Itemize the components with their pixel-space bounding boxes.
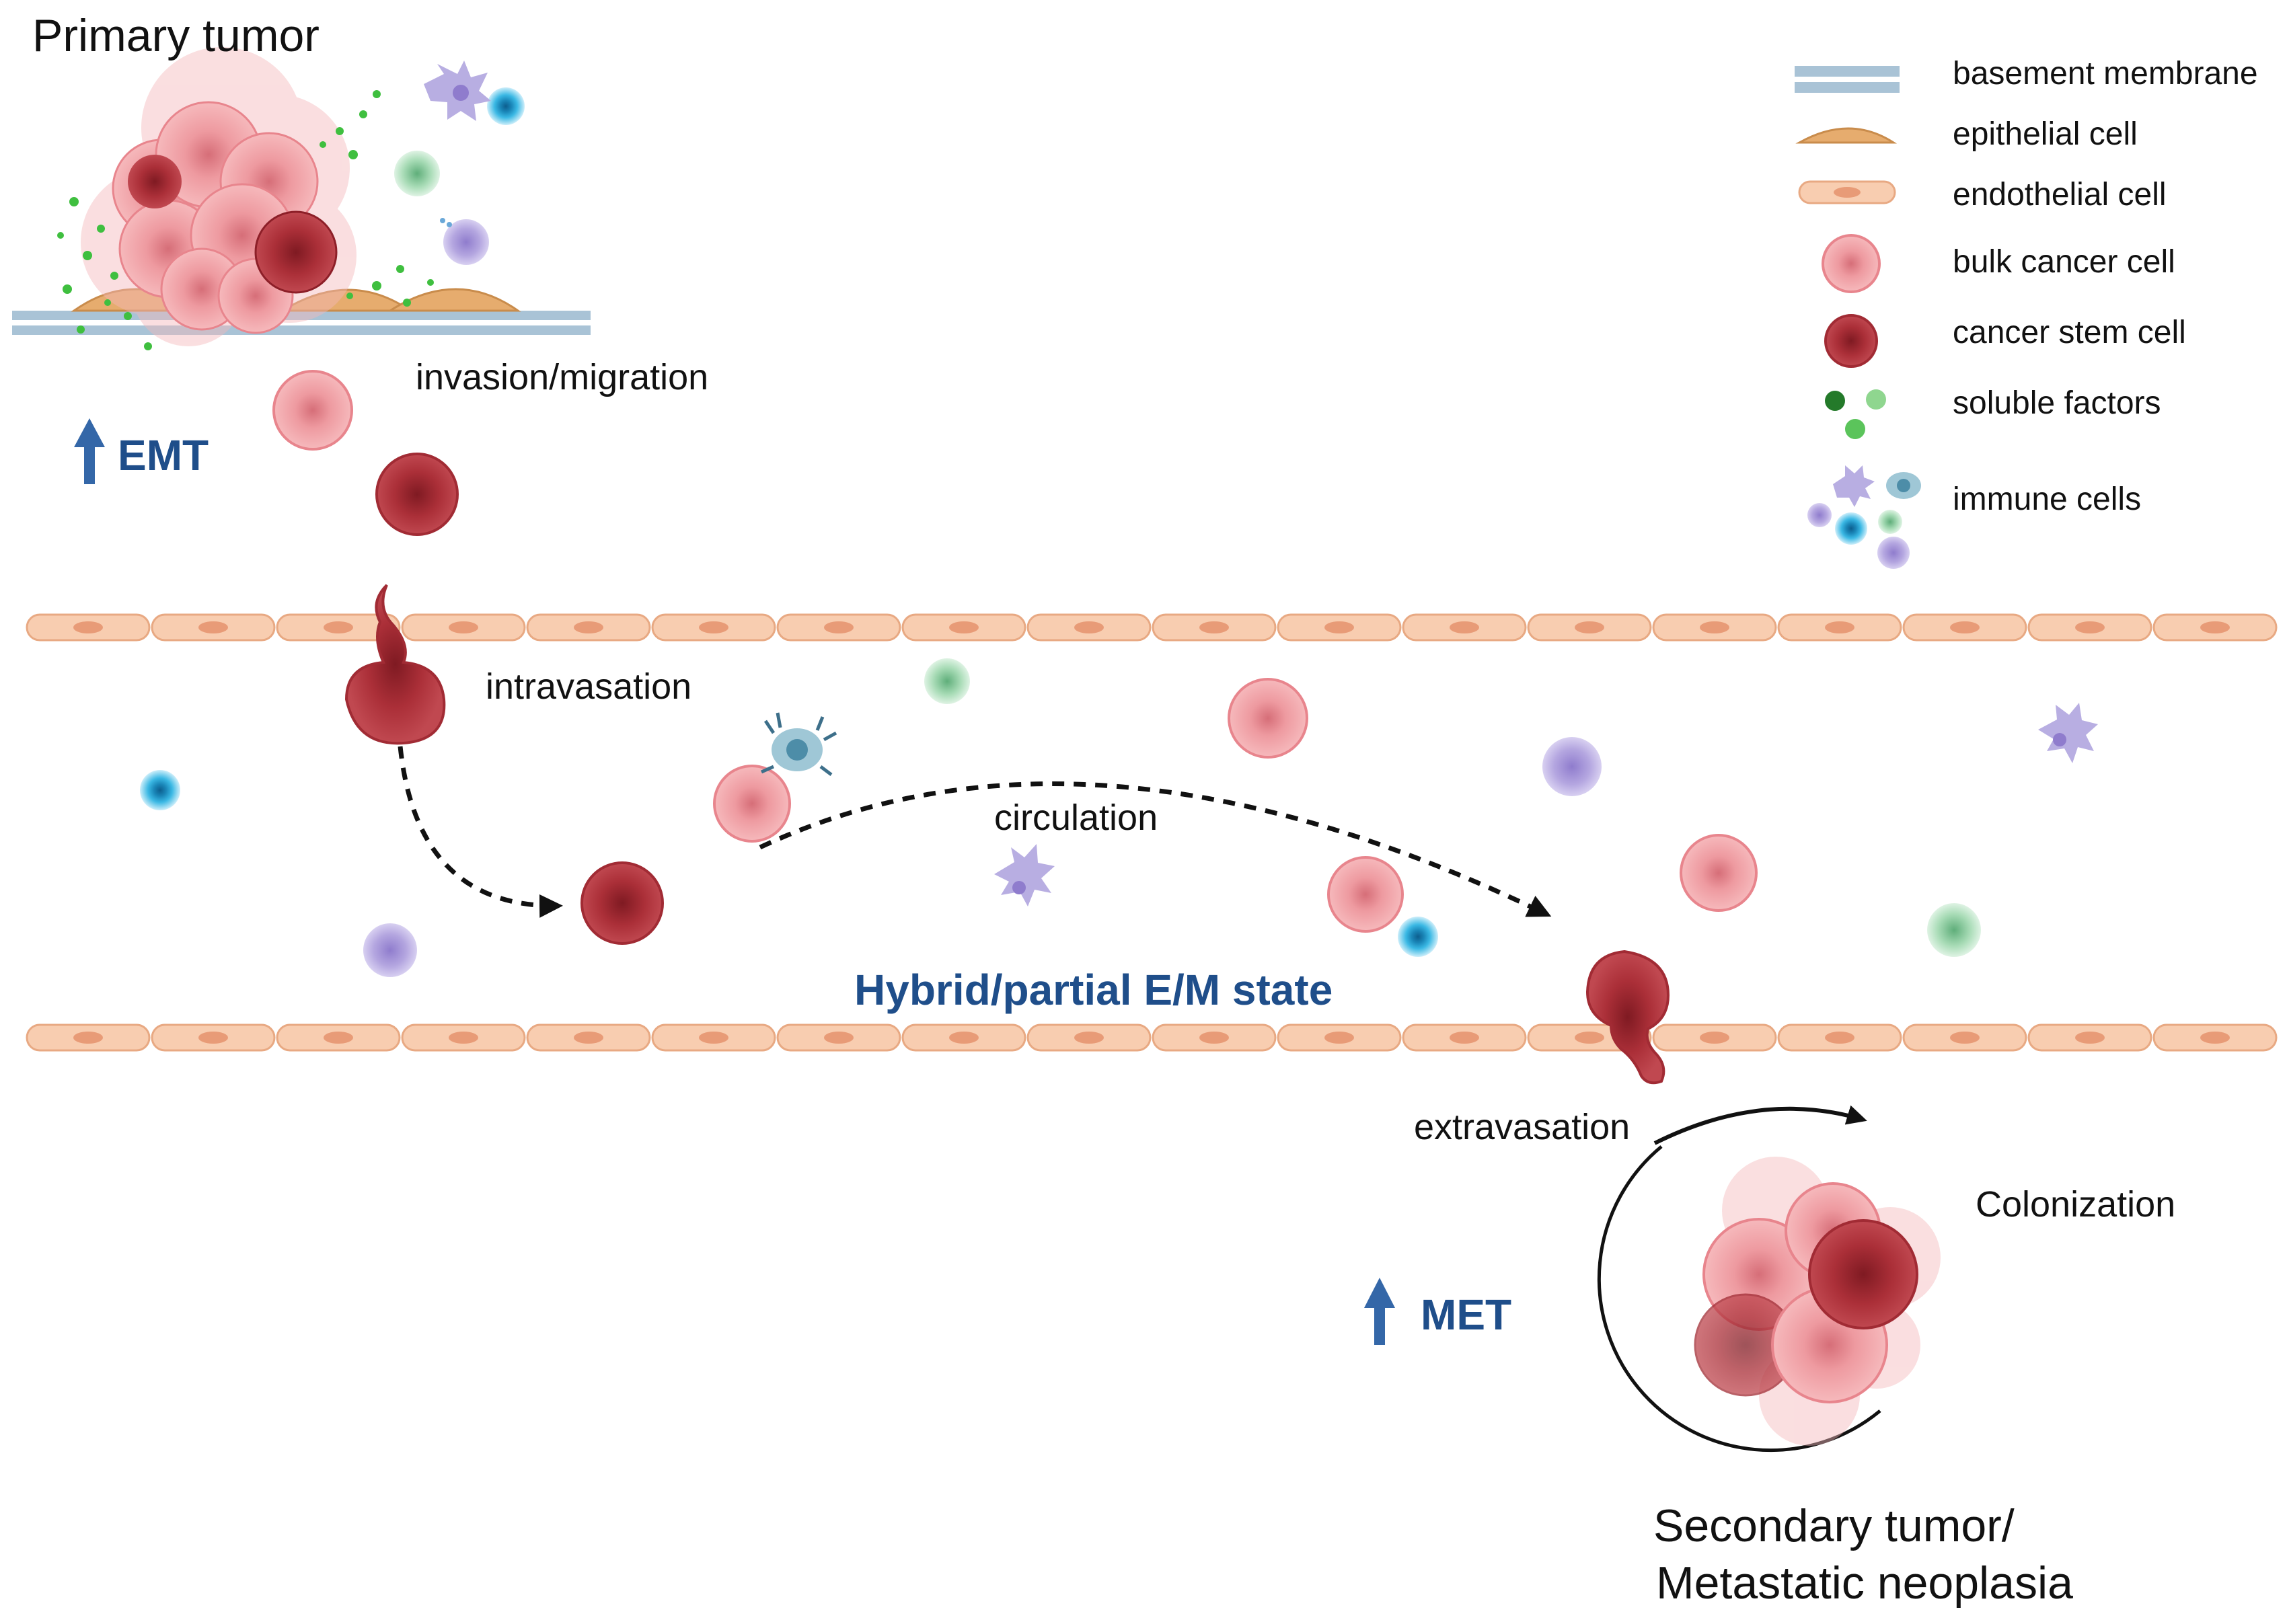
secondary-tumor-title-line1: Secondary tumor/ bbox=[1653, 1500, 2015, 1551]
bottom-endothelial-nucleus bbox=[1700, 1032, 1729, 1044]
bottom-endothelial-nucleus bbox=[2200, 1032, 2230, 1044]
top-endothelial-nucleus bbox=[1700, 621, 1729, 633]
legend-label-endothelial-cell: endothelial cell bbox=[1953, 177, 2167, 212]
migrating-cancer-stem-cell bbox=[375, 453, 459, 536]
colonization-label: Colonization bbox=[1976, 1184, 2176, 1225]
bottom-endothelial-nucleus bbox=[2075, 1032, 2105, 1044]
top-endothelial-nucleus bbox=[699, 621, 728, 633]
bottom-endothelial-nucleus bbox=[574, 1032, 603, 1044]
extravasating-cancer-stem-cell bbox=[1585, 950, 1670, 1085]
circulating-bulk-cancer-cell-1 bbox=[713, 765, 791, 843]
bottom-endothelial-nucleus bbox=[1074, 1032, 1104, 1044]
basement-membrane-icon bbox=[1795, 66, 1900, 93]
top-endothelial-nucleus bbox=[449, 621, 478, 633]
legend-label-soluble-factors: soluble factors bbox=[1953, 385, 2161, 421]
top-endothelial-nucleus bbox=[198, 621, 228, 633]
colonization-arrow bbox=[1653, 1105, 1867, 1145]
secondary-tumor-group bbox=[1598, 1105, 1941, 1452]
immune-cells-icon bbox=[1807, 465, 1921, 569]
soluble-factors-icon bbox=[1825, 389, 1886, 439]
bottom-endothelial-nucleus bbox=[73, 1032, 103, 1044]
dashed-arrow-to-circulation bbox=[398, 746, 563, 918]
primary-immune-cell-green bbox=[394, 151, 440, 196]
top-endothelial-nucleus bbox=[1324, 621, 1354, 633]
top-endothelial-nucleus bbox=[73, 621, 103, 633]
primary-basement-membrane bbox=[12, 311, 591, 335]
primary-tumor-title: Primary tumor bbox=[32, 10, 320, 61]
bottom-endothelial-nucleus bbox=[949, 1032, 979, 1044]
top-endothelial-nucleus bbox=[2075, 621, 2105, 633]
colonization-ring bbox=[1598, 1145, 1881, 1452]
bulk-cancer-cell-icon bbox=[1822, 234, 1881, 293]
dendritic-cell-1-icon bbox=[994, 844, 1055, 906]
immune-cell-cyan-2 bbox=[1398, 917, 1438, 957]
bottom-endothelial-nucleus bbox=[1825, 1032, 1854, 1044]
top-endothelial-nucleus bbox=[574, 621, 603, 633]
cancer-stem-cell-icon bbox=[1824, 314, 1878, 368]
bottom-endothelial-nucleus bbox=[1199, 1032, 1229, 1044]
circulation-label: circulation bbox=[994, 798, 1158, 838]
primary-dendritic-cell bbox=[424, 61, 491, 121]
bottom-endothelial-nucleus bbox=[1950, 1032, 1980, 1044]
top-endothelial-nucleus bbox=[1199, 621, 1229, 633]
top-endothelial-nucleus bbox=[1575, 621, 1604, 633]
circulating-bulk-cancer-cell-4 bbox=[1680, 834, 1758, 912]
bottom-vessel-wall bbox=[26, 1023, 2278, 1052]
bottom-endothelial-nucleus bbox=[824, 1032, 854, 1044]
top-endothelial-nucleus bbox=[949, 621, 979, 633]
migrating-bulk-cancer-cell bbox=[272, 370, 353, 451]
dendritic-cell-2-icon bbox=[2038, 703, 2098, 763]
endothelial-cell-icon bbox=[1798, 180, 1896, 204]
emt-label: EMT bbox=[118, 431, 209, 479]
legend-label-epithelial-cell: epithelial cell bbox=[1953, 116, 2138, 152]
met-label: MET bbox=[1421, 1290, 1512, 1339]
circulating-bulk-cancer-cell-2 bbox=[1228, 678, 1308, 759]
secondary-tumor-title-line2: Metastatic neoplasia bbox=[1656, 1557, 2073, 1609]
top-vessel-wall bbox=[26, 613, 2278, 642]
immune-cell-violet-2 bbox=[1542, 737, 1602, 796]
bottom-endothelial-nucleus bbox=[1575, 1032, 1604, 1044]
epithelial-cell-icon bbox=[1795, 127, 1898, 144]
immune-cell-cyan-1 bbox=[140, 770, 180, 810]
top-endothelial-nucleus bbox=[1950, 621, 1980, 633]
legend-label-basement-membrane: basement membrane bbox=[1953, 56, 2258, 91]
top-endothelial-nucleus bbox=[1074, 621, 1104, 633]
bottom-endothelial-nucleus bbox=[324, 1032, 353, 1044]
extravasation-label: extravasation bbox=[1414, 1107, 1630, 1147]
emt-up-arrow-icon bbox=[74, 418, 105, 484]
bottom-endothelial-nucleus bbox=[1324, 1032, 1354, 1044]
top-endothelial-nucleus bbox=[824, 621, 854, 633]
immune-cell-green-1 bbox=[924, 658, 970, 704]
bottom-endothelial-nucleus bbox=[699, 1032, 728, 1044]
primary-immune-cell-violet bbox=[440, 218, 489, 265]
bottom-endothelial-nucleus bbox=[198, 1032, 228, 1044]
invasion-migration-label: invasion/migration bbox=[416, 357, 709, 397]
dashed-arrow-to-extravasation bbox=[759, 781, 1552, 917]
legend-label-immune-cells: immune cells bbox=[1953, 481, 2142, 517]
circulating-bulk-cancer-cell-3 bbox=[1327, 856, 1404, 933]
intravasation-label: intravasation bbox=[486, 666, 692, 707]
top-endothelial-nucleus bbox=[2200, 621, 2230, 633]
primary-immune-cell-cyan bbox=[487, 87, 525, 125]
top-endothelial-nucleus bbox=[1825, 621, 1854, 633]
legend-label-cancer-stem-cell: cancer stem cell bbox=[1953, 315, 2186, 350]
bottom-endothelial-nucleus bbox=[449, 1032, 478, 1044]
immune-cell-violet-1 bbox=[363, 923, 417, 977]
primary-tumor-group bbox=[12, 47, 591, 350]
bottom-endothelial-nucleus bbox=[1450, 1032, 1479, 1044]
intravasating-cancer-stem-cell bbox=[344, 584, 446, 745]
t-cell-icon bbox=[760, 712, 837, 776]
primary-tumor-mass bbox=[112, 101, 338, 334]
legend-label-bulk-cancer-cell: bulk cancer cell bbox=[1953, 244, 2175, 280]
top-endothelial-nucleus bbox=[1450, 621, 1479, 633]
immune-cell-green-2 bbox=[1927, 903, 1981, 957]
top-endothelial-nucleus bbox=[324, 621, 353, 633]
hybrid-state-label: Hybrid/partial E/M state bbox=[854, 966, 1333, 1014]
circulating-cancer-stem-cell bbox=[580, 861, 664, 945]
met-up-arrow-icon bbox=[1364, 1278, 1395, 1345]
legend-icons bbox=[1795, 66, 1921, 569]
primary-soluble-factors bbox=[57, 90, 434, 350]
